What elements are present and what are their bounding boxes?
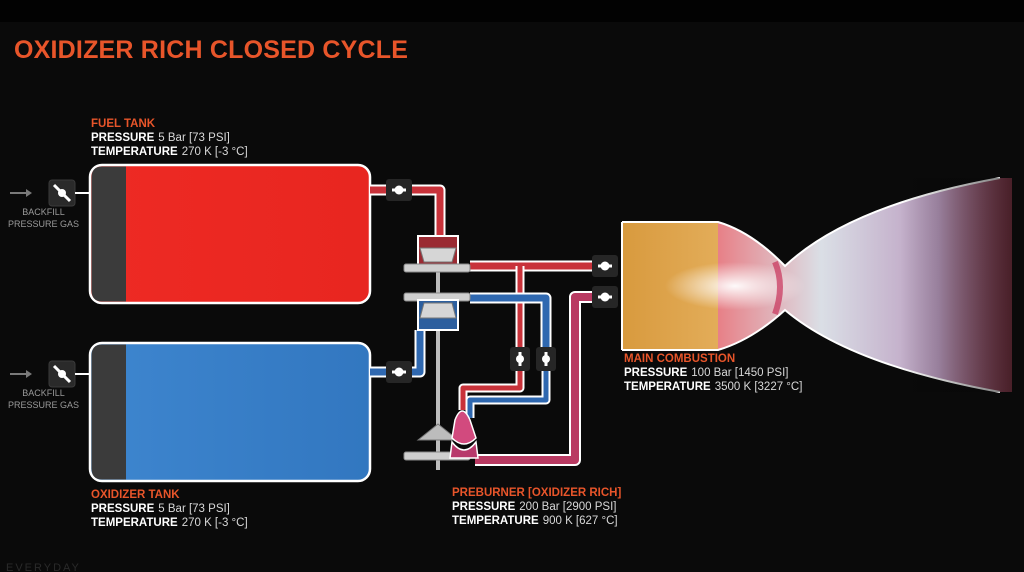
valve-icon bbox=[592, 286, 618, 308]
oxidizer-tank bbox=[88, 341, 372, 483]
temperature-value: 270 K [-3 °C] bbox=[181, 517, 248, 529]
backfill-label-bottom: BACKFILL PRESSURE GAS bbox=[8, 387, 79, 411]
preburner-name: PREBURNER [OXIDIZER RICH] bbox=[452, 487, 622, 499]
pressure-key: PRESSURE bbox=[91, 132, 155, 144]
backfill-line: PRESSURE GAS bbox=[8, 219, 80, 229]
pressure-key: PRESSURE bbox=[624, 367, 688, 379]
temperature-key: TEMPERATURE bbox=[91, 146, 178, 158]
pressure-key: PRESSURE bbox=[452, 501, 516, 513]
fuel-tank-name: FUEL TANK bbox=[91, 118, 156, 130]
fuel-tank bbox=[88, 163, 372, 305]
pressure-value: 5 Bar [73 PSI] bbox=[158, 132, 230, 144]
preburner bbox=[449, 410, 479, 459]
diagram-title: OXIDIZER RICH CLOSED CYCLE bbox=[14, 36, 409, 64]
watermark: EVERYDAY bbox=[6, 562, 81, 572]
main-combustion-name: MAIN COMBUSTION bbox=[624, 353, 736, 365]
temperature-value: 270 K [-3 °C] bbox=[181, 146, 248, 158]
valve-icon bbox=[536, 347, 556, 371]
valve-icon bbox=[48, 360, 76, 388]
pressure-value: 5 Bar [73 PSI] bbox=[158, 503, 230, 515]
temperature-key: TEMPERATURE bbox=[452, 515, 539, 527]
preburner-exhaust-line bbox=[475, 291, 600, 466]
pressure-value: 100 Bar [1450 PSI] bbox=[691, 367, 789, 379]
main-combustion-chamber bbox=[621, 177, 1012, 393]
backfill-label-top: BACKFILL PRESSURE GAS bbox=[8, 206, 79, 230]
valve-icon bbox=[510, 347, 530, 371]
arrow-right-icon bbox=[10, 370, 32, 378]
top-bar bbox=[0, 0, 1024, 22]
backfill-line: BACKFILL bbox=[22, 388, 65, 398]
pressure-key: PRESSURE bbox=[91, 503, 155, 515]
backfill-line: PRESSURE GAS bbox=[8, 400, 80, 410]
temperature-value: 900 K [627 °C] bbox=[542, 515, 618, 527]
backfill-line: BACKFILL bbox=[22, 207, 65, 217]
pressure-value: 200 Bar [2900 PSI] bbox=[519, 501, 617, 513]
valve-icon bbox=[592, 255, 618, 277]
valve-icon bbox=[386, 361, 412, 383]
temperature-key: TEMPERATURE bbox=[91, 517, 178, 529]
valve-icon bbox=[48, 179, 76, 207]
oxidizer-tank-name: OXIDIZER TANK bbox=[91, 489, 180, 501]
turbopump bbox=[403, 235, 471, 470]
temperature-value: 3500 K [3227 °C] bbox=[714, 381, 803, 393]
temperature-key: TEMPERATURE bbox=[624, 381, 711, 393]
valve-icon bbox=[386, 179, 412, 201]
arrow-right-icon bbox=[10, 189, 32, 197]
